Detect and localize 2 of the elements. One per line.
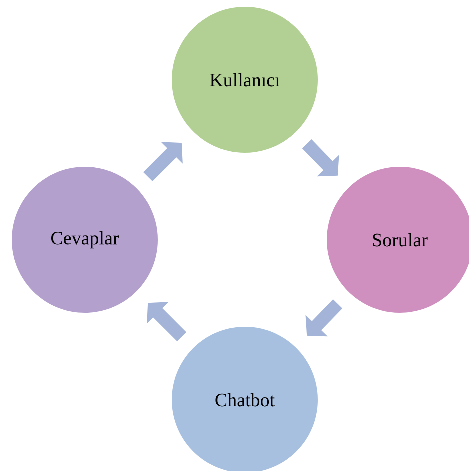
block-arrow xyxy=(147,302,187,342)
block-arrow xyxy=(144,142,183,182)
